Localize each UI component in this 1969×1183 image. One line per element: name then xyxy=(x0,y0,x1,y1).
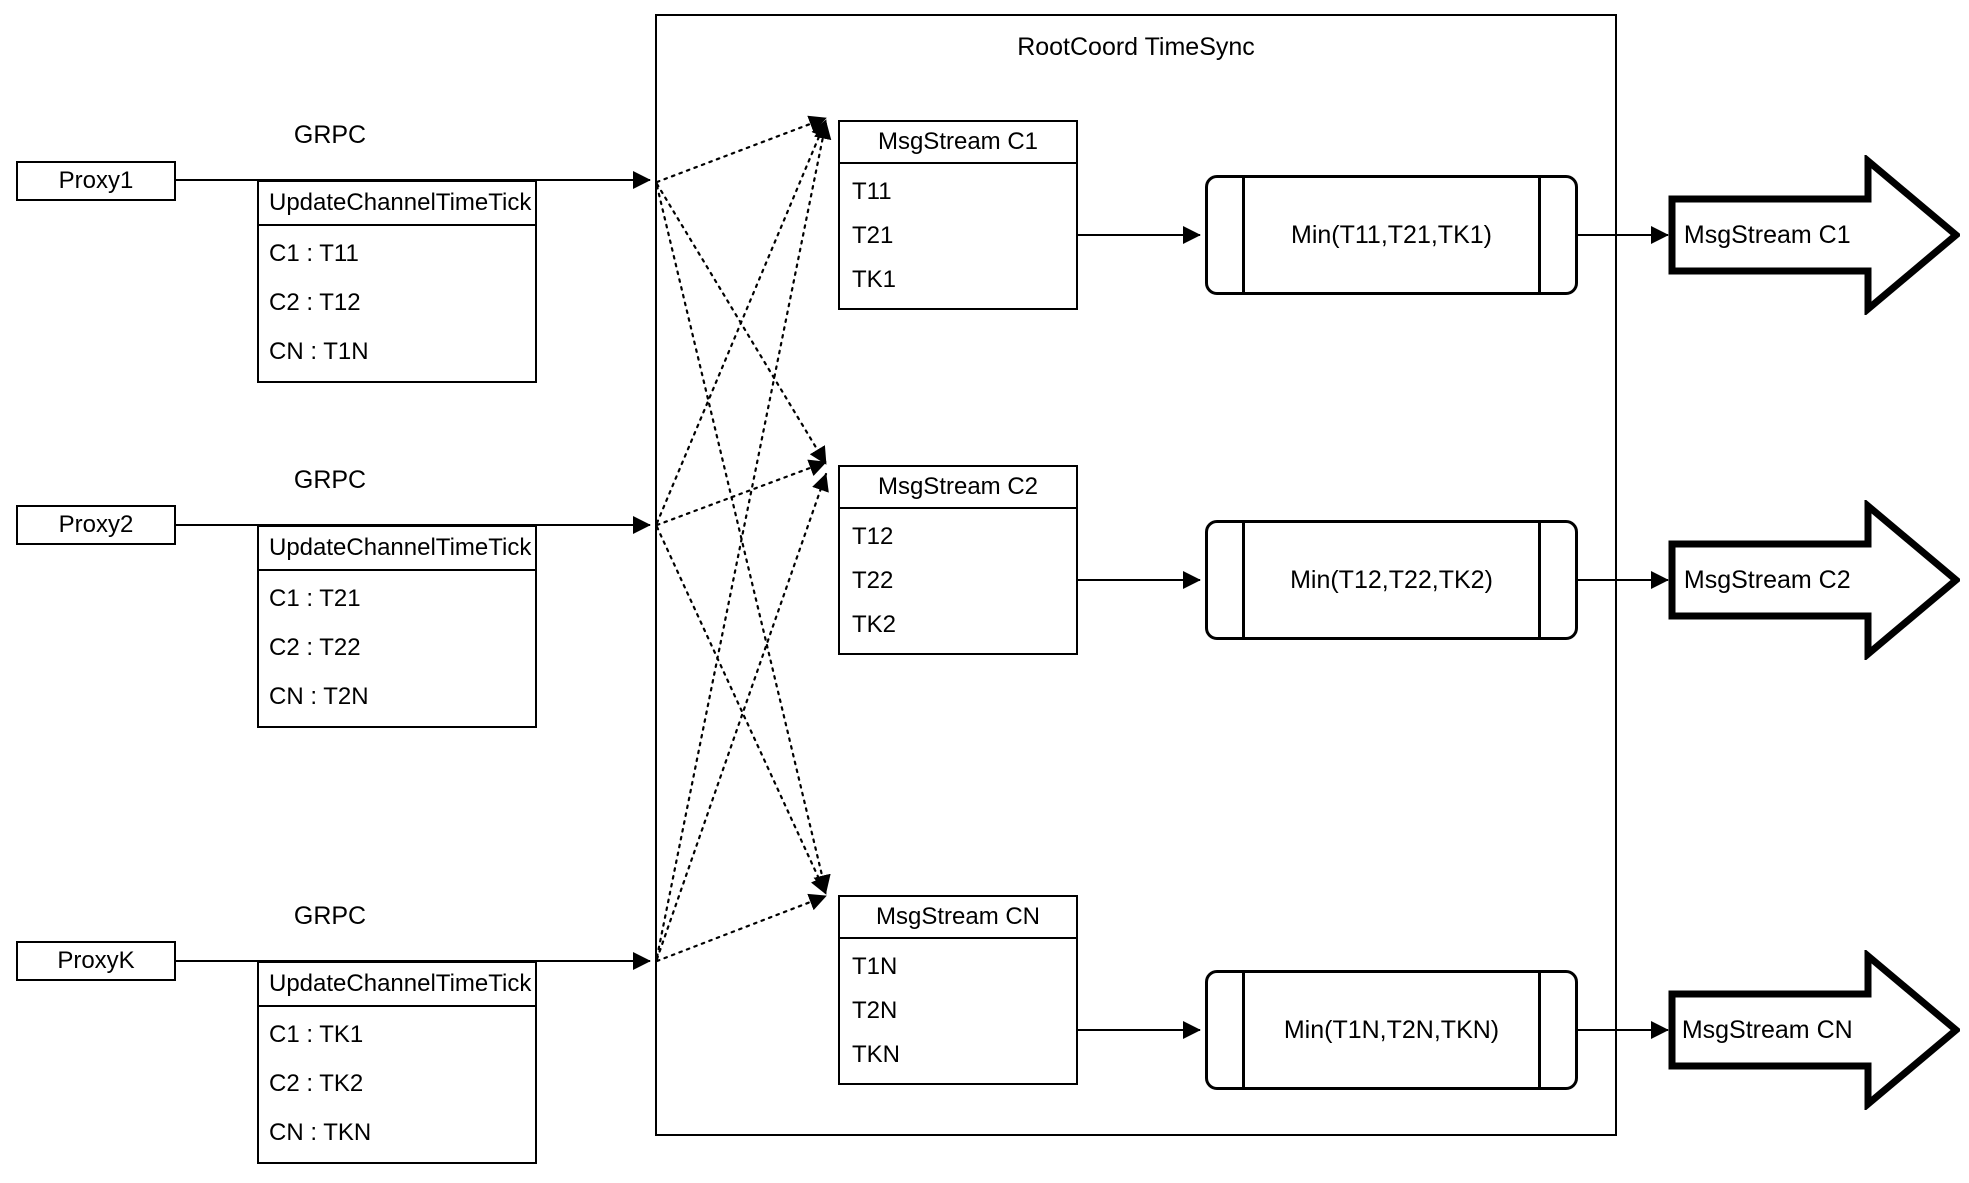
msgstream-row: TK1 xyxy=(852,265,897,293)
uct-body-2: C1 : T21 C2 : T22 CN : T2N xyxy=(259,571,535,726)
uct-row: C2 : T12 xyxy=(269,289,361,317)
msgstream-row: T22 xyxy=(852,566,894,594)
block-arrow-shape-1 xyxy=(1668,155,1960,315)
block-arrow-shape-3 xyxy=(1668,950,1960,1110)
update-channel-timetick-table-3: UpdateChannelTimeTick C1 : TK1 C2 : TK2 … xyxy=(257,961,537,1164)
grpc-label-1: GRPC xyxy=(293,121,367,149)
msgstream-row: T21 xyxy=(852,221,894,249)
uct-row: C1 : T21 xyxy=(269,585,361,613)
min-process-2: Min(T12,T22,TK2) xyxy=(1205,520,1578,640)
rootcoord-timesync-title: RootCoord TimeSync xyxy=(1017,33,1255,61)
block-arrow-shape-2 xyxy=(1668,500,1960,660)
msgstream-row: T1N xyxy=(852,952,898,980)
proxy-box-1[interactable]: Proxy1 xyxy=(16,161,176,201)
min-process-3: Min(T1N,T2N,TKN) xyxy=(1205,970,1578,1090)
msgstream-collector-body-1: T11 T21 TK1 xyxy=(840,164,1076,308)
update-channel-timetick-table-2: UpdateChannelTimeTick C1 : T21 C2 : T22 … xyxy=(257,525,537,728)
grpc-label-3: GRPC xyxy=(293,902,367,930)
update-channel-timetick-table-1: UpdateChannelTimeTick C1 : T11 C2 : T12 … xyxy=(257,180,537,383)
uct-row: CN : T2N xyxy=(269,683,369,711)
msgstream-row: TKN xyxy=(852,1040,900,1068)
min-process-1: Min(T11,T21,TK1) xyxy=(1205,175,1578,295)
uct-row: C1 : TK1 xyxy=(269,1021,364,1049)
proxy-box-3[interactable]: ProxyK xyxy=(16,941,176,981)
uct-row: C1 : T11 xyxy=(269,240,359,268)
msgstream-collector-body-3: T1N T2N TKN xyxy=(840,939,1076,1083)
msgstream-row: T12 xyxy=(852,522,894,550)
output-block-arrow-2: MsgStream C2 xyxy=(1668,500,1960,660)
msgstream-row: TK2 xyxy=(852,610,897,638)
msgstream-collector-3: MsgStream CN T1N T2N TKN xyxy=(838,895,1078,1085)
min-process-label-1: Min(T11,T21,TK1) xyxy=(1291,220,1492,249)
proxy-box-2[interactable]: Proxy2 xyxy=(16,505,176,545)
msgstream-collector-title-3: MsgStream CN xyxy=(840,897,1076,939)
msgstream-collector-1: MsgStream C1 T11 T21 TK1 xyxy=(838,120,1078,310)
msgstream-row: T2N xyxy=(852,996,898,1024)
msgstream-collector-title-2: MsgStream C2 xyxy=(840,467,1076,509)
uct-title-1: UpdateChannelTimeTick xyxy=(259,182,535,226)
output-block-arrow-label-1: MsgStream C1 xyxy=(1683,220,1851,249)
min-process-label-2: Min(T12,T22,TK2) xyxy=(1290,565,1493,594)
uct-body-3: C1 : TK1 C2 : TK2 CN : TKN xyxy=(259,1007,535,1162)
uct-title-3: UpdateChannelTimeTick xyxy=(259,963,535,1007)
output-block-arrow-1: MsgStream C1 xyxy=(1668,155,1960,315)
grpc-label-2: GRPC xyxy=(293,466,367,494)
uct-row: C2 : T22 xyxy=(269,634,361,662)
output-block-arrow-label-3: MsgStream CN xyxy=(1681,1015,1853,1044)
output-block-arrow-3: MsgStream CN xyxy=(1668,950,1960,1110)
msgstream-collector-2: MsgStream C2 T12 T22 TK2 xyxy=(838,465,1078,655)
uct-row: C2 : TK2 xyxy=(269,1070,364,1098)
msgstream-row: T11 xyxy=(852,177,892,205)
uct-body-1: C1 : T11 C2 : T12 CN : T1N xyxy=(259,226,535,381)
msgstream-collector-title-1: MsgStream C1 xyxy=(840,122,1076,164)
msgstream-collector-body-2: T12 T22 TK2 xyxy=(840,509,1076,653)
uct-title-2: UpdateChannelTimeTick xyxy=(259,527,535,571)
output-block-arrow-label-2: MsgStream C2 xyxy=(1683,565,1851,594)
min-process-label-3: Min(T1N,T2N,TKN) xyxy=(1283,1015,1500,1044)
uct-row: CN : TKN xyxy=(269,1119,372,1147)
uct-row: CN : T1N xyxy=(269,338,369,366)
